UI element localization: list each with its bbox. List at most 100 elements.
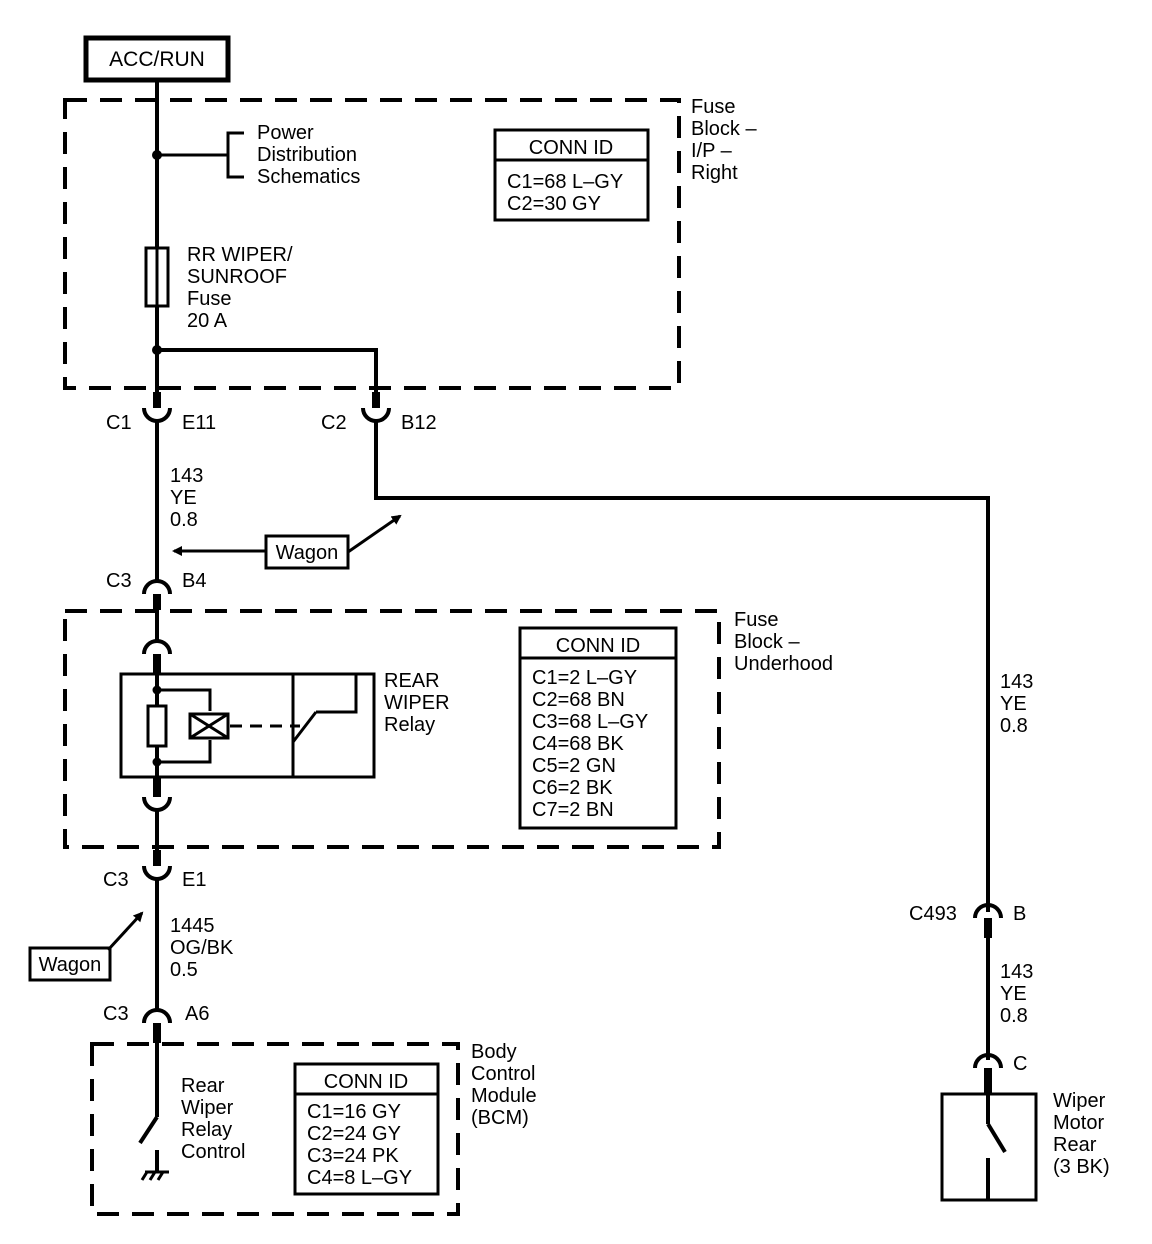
wagon-text: Wagon <box>39 954 102 976</box>
bcm-border <box>90 1042 460 1216</box>
fuse-block-ip-name: Fuse Block – I/P – Right <box>691 96 757 184</box>
bcm-control-label: Rear Wiper Relay Control <box>181 1075 245 1163</box>
power-source-label: ACC/RUN <box>109 48 205 71</box>
underhood-name-line: Underhood <box>734 653 833 675</box>
conn-id-row: C1=2 L–GY <box>532 667 637 689</box>
wagon-arrow-up <box>106 911 144 952</box>
conn-id-header: CONN ID <box>556 635 640 657</box>
bcm-control-line: Control <box>181 1141 245 1163</box>
relay-label-line: Relay <box>384 714 435 736</box>
connector-label: C3 <box>103 1003 129 1025</box>
bcm-switch <box>138 1115 159 1145</box>
fuse-label: RR WIPER/ SUNROOF Fuse 20 A <box>187 244 293 332</box>
underhood-name-line: Fuse <box>734 609 778 631</box>
conn-id-table-ip: CONN ID C1=68 L–GY C2=30 GY <box>493 128 650 222</box>
wagon-option-label-2: Wagon <box>28 946 112 982</box>
connector-pin-label: B12 <box>401 412 437 434</box>
bcm-name: Body Control Module (BCM) <box>471 1041 537 1129</box>
fuse-label-line: SUNROOF <box>187 266 287 288</box>
wire-gauge: 0.8 <box>1000 1005 1028 1027</box>
bcm-control-line: Rear <box>181 1075 225 1097</box>
conn-id-row: C4=8 L–GY <box>307 1167 412 1189</box>
wire-label-w2: 143 YE 0.8 <box>1000 671 1033 737</box>
wagon-text: Wagon <box>276 542 339 564</box>
internal-connector-bottom <box>142 796 172 812</box>
relay-label-line: WIPER <box>384 692 450 714</box>
connector-motor-c <box>973 1053 1003 1069</box>
relay-diode-resistor <box>146 704 168 748</box>
ground-icon <box>140 1170 169 1181</box>
connector-label: C3 <box>106 570 132 592</box>
connector-c3-b4 <box>142 579 172 595</box>
conn-id-header: CONN ID <box>529 137 613 159</box>
fuse-label-line: 20 A <box>187 310 228 332</box>
connector-pin-label: E1 <box>182 869 206 891</box>
power-source-box: ACC/RUN <box>83 35 231 83</box>
fuse-label-line: Fuse <box>187 288 231 310</box>
connector-c2-b12 <box>361 407 391 423</box>
connector-c3-e1 <box>142 865 172 881</box>
conn-id-row: C1=68 L–GY <box>507 171 623 193</box>
underhood-name-line: Block – <box>734 631 800 653</box>
wire-label-w3: 143 YE 0.8 <box>1000 961 1033 1027</box>
motor-label-line: (3 BK) <box>1053 1156 1110 1178</box>
fuse-block-ip-border <box>63 98 681 390</box>
connector-label: C1 <box>106 412 132 434</box>
connector-label: C2 <box>321 412 347 434</box>
conn-id-row: C5=2 GN <box>532 755 616 777</box>
bcm-name-line: Control <box>471 1063 535 1085</box>
connector-pin-label: B <box>1013 903 1026 925</box>
wire-label-w4: 1445 OG/BK 0.5 <box>170 915 234 981</box>
connector-label: C493 <box>909 903 957 925</box>
internal-connector-top <box>142 639 172 655</box>
wire-gauge: 0.8 <box>170 509 198 531</box>
conn-id-row: C3=68 L–GY <box>532 711 648 733</box>
conn-id-row: C2=68 BN <box>532 689 625 711</box>
wire-label-w1: 143 YE 0.8 <box>170 465 203 531</box>
wire-circuit: 1445 <box>170 915 215 937</box>
bcm-name-line: Module <box>471 1085 537 1107</box>
pd-line: Distribution <box>257 144 357 166</box>
relay-label-line: REAR <box>384 670 440 692</box>
wire-143-ye-right <box>374 421 990 912</box>
rear-wiper-relay <box>119 672 376 779</box>
fuse-block-underhood-border <box>63 609 721 849</box>
wiper-motor-rear <box>940 1092 1038 1202</box>
connector-c1-e11 <box>142 407 172 423</box>
connector-pin-label: A6 <box>185 1003 209 1025</box>
wire-color: YE <box>1000 693 1027 715</box>
wagon-option-label: Wagon <box>264 534 350 570</box>
branch-wire-c2 <box>157 348 378 408</box>
wire-color: YE <box>170 487 197 509</box>
motor-label: Wiper Motor Rear (3 BK) <box>1053 1090 1110 1178</box>
pd-line: Power <box>257 122 314 144</box>
conn-id-row: C3=24 PK <box>307 1145 399 1167</box>
wire-color: OG/BK <box>170 937 234 959</box>
connector-label: C3 <box>103 869 129 891</box>
wire-color: YE <box>1000 983 1027 1005</box>
motor-label-line: Rear <box>1053 1134 1097 1156</box>
bcm-name-line: Body <box>471 1041 517 1063</box>
wire-gauge: 0.8 <box>1000 715 1028 737</box>
conn-id-header: CONN ID <box>324 1071 408 1093</box>
conn-id-row: C2=30 GY <box>507 193 601 215</box>
wagon-arrow-right <box>347 514 402 554</box>
wire-circuit: 143 <box>170 465 203 487</box>
pd-bracket <box>226 131 244 179</box>
conn-id-row: C1=16 GY <box>307 1101 401 1123</box>
conn-id-table-underhood: CONN ID C1=2 L–GY C2=68 BN C3=68 L–GY C4… <box>518 626 678 830</box>
fuse-block-underhood-name: Fuse Block – Underhood <box>734 609 833 675</box>
bcm-control-line: Wiper <box>181 1097 234 1119</box>
wire-circuit: 143 <box>1000 961 1033 983</box>
fuse-label-line: RR WIPER/ <box>187 244 293 266</box>
connector-c3-a6 <box>142 1008 172 1024</box>
fuse-block-ip-name-line: I/P – <box>691 140 733 162</box>
fuse-block-ip-name-line: Fuse <box>691 96 735 118</box>
connector-pin-label: C <box>1013 1053 1027 1075</box>
motor-label-line: Motor <box>1053 1112 1104 1134</box>
pd-line: Schematics <box>257 166 360 188</box>
fuse-block-ip-name-line: Right <box>691 162 738 184</box>
relay-label: REAR WIPER Relay <box>384 670 450 736</box>
conn-id-row: C2=24 GY <box>307 1123 401 1145</box>
